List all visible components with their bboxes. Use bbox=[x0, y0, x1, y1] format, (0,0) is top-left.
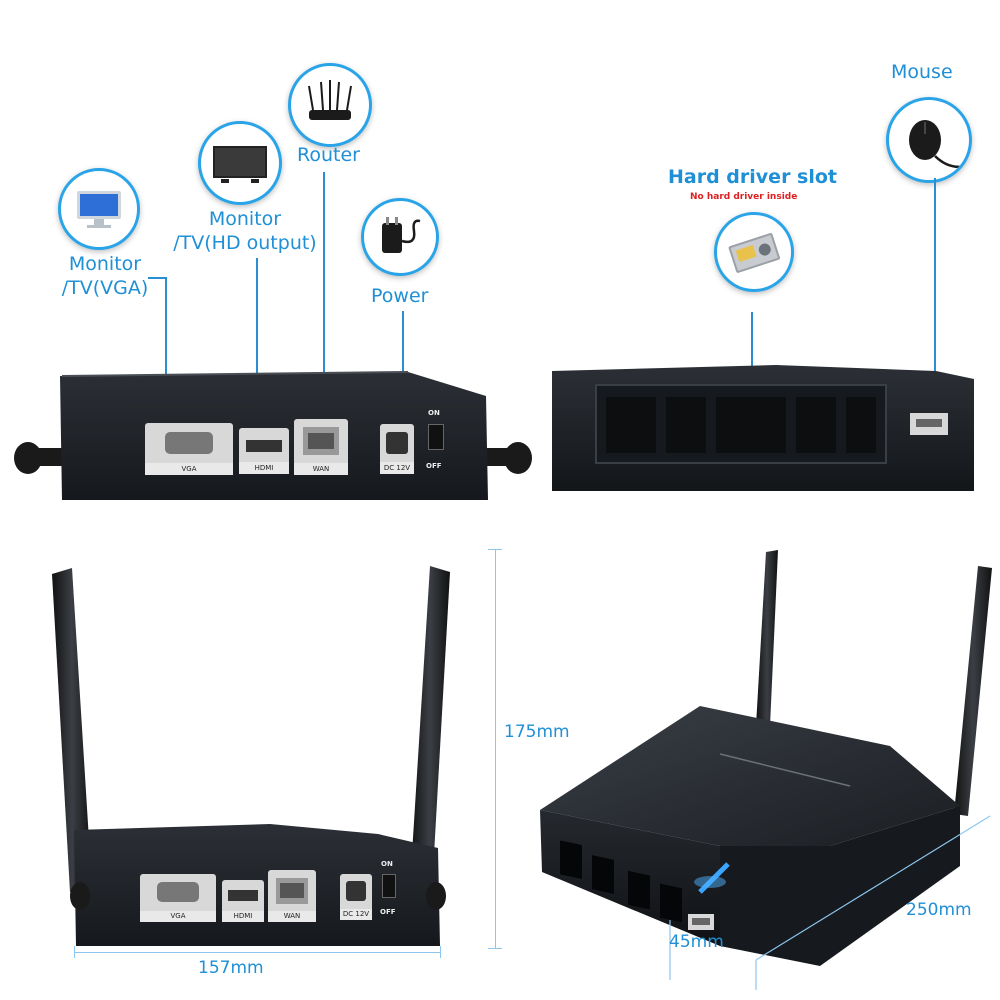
depth-250mm-label: 250mm bbox=[906, 900, 972, 920]
hdmi-port-label-2: HDMI bbox=[222, 911, 264, 922]
dc-port-2: DC 12V bbox=[340, 874, 372, 920]
router-label: Router bbox=[297, 144, 360, 166]
monitor-vga-label: Monitor /TV(VGA) bbox=[61, 253, 149, 299]
dc-port-label: DC 12V bbox=[380, 462, 414, 474]
hdd-slot-title: Hard driver slot bbox=[668, 166, 838, 188]
on-label: ON bbox=[428, 409, 440, 417]
wan-port: WAN bbox=[294, 419, 348, 475]
hdmi-port-label: HDMI bbox=[239, 462, 289, 474]
hdmi-port-2: HDMI bbox=[222, 880, 264, 922]
mouse-label: Mouse bbox=[891, 61, 953, 83]
off-label: OFF bbox=[426, 462, 442, 470]
hard-drive-icon bbox=[714, 212, 794, 292]
monitor-vga-icon bbox=[58, 168, 140, 250]
device-front-body bbox=[552, 365, 974, 491]
dc-port: DC 12V bbox=[380, 424, 414, 474]
mouse-icon bbox=[886, 97, 972, 183]
height-dimension-label: 175mm bbox=[504, 722, 570, 742]
vga-port: VGA bbox=[145, 423, 233, 475]
power-switch bbox=[428, 424, 444, 450]
monitor-hdmi-icon bbox=[198, 121, 282, 205]
wan-port-2: WAN bbox=[268, 870, 316, 922]
power-label: Power bbox=[371, 285, 429, 307]
vga-port-label: VGA bbox=[145, 463, 233, 475]
wan-port-label-2: WAN bbox=[268, 911, 316, 922]
hdmi-port: HDMI bbox=[239, 428, 289, 474]
height-45mm-label: 45mm bbox=[669, 932, 724, 952]
device-perspective bbox=[540, 550, 992, 966]
hdd-slot-note: No hard driver inside bbox=[690, 192, 798, 202]
off-label-2: OFF bbox=[380, 908, 396, 916]
power-adapter-icon bbox=[361, 198, 439, 276]
vga-port-label-2: VGA bbox=[140, 911, 216, 922]
power-switch-2 bbox=[382, 874, 396, 898]
wan-port-label: WAN bbox=[294, 463, 348, 475]
monitor-hdmi-label: Monitor /TV(HD output) bbox=[173, 208, 317, 254]
vga-port-2: VGA bbox=[140, 874, 216, 922]
dc-port-label-2: DC 12V bbox=[340, 909, 372, 920]
width-dimension-label: 157mm bbox=[198, 958, 264, 978]
router-icon bbox=[288, 63, 372, 147]
on-label-2: ON bbox=[381, 860, 393, 868]
